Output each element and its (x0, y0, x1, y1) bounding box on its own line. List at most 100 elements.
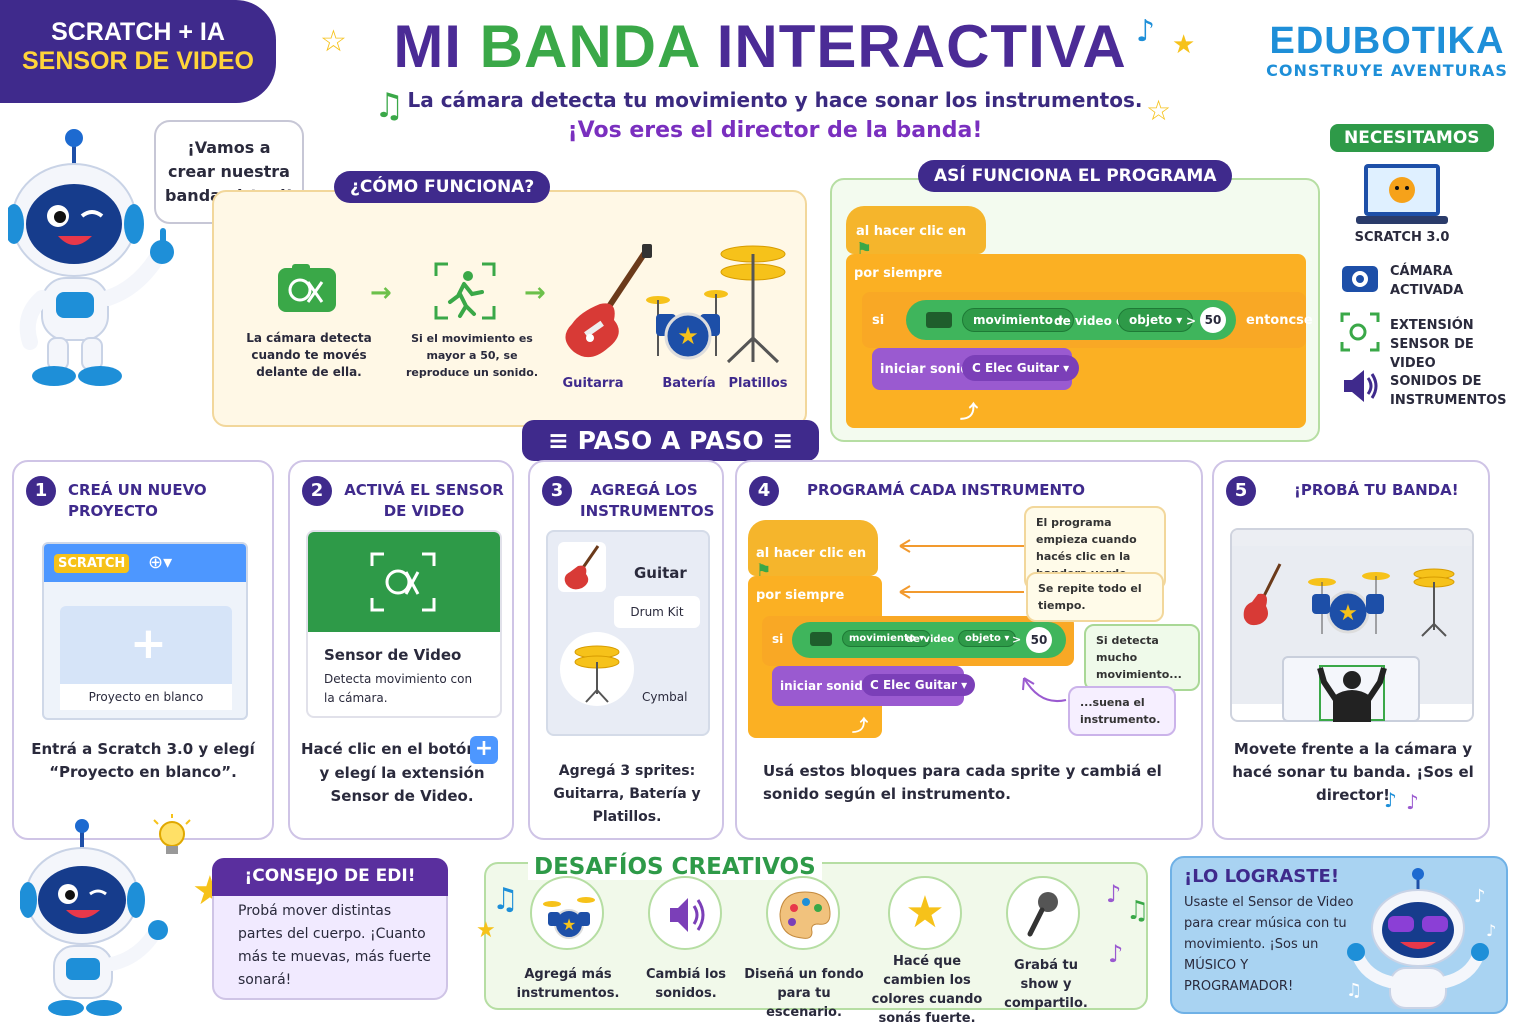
video-sensor-extension-card[interactable]: Sensor de Video Detecta movimiento con l… (306, 530, 502, 718)
threshold-input[interactable]: 50 (1200, 307, 1226, 333)
challenge-text: Grabá tu show y compartilo. (1004, 958, 1088, 1011)
robot-mascot (20, 819, 168, 1016)
music-note-icon: ♫ (492, 882, 519, 917)
video-extension-icon (1340, 312, 1380, 352)
scratch-hat-block: al hacer clic en ⚑ (846, 206, 986, 260)
sound-dropdown[interactable]: C Elec Guitar ▾ (862, 674, 976, 696)
how-it-works-label: ¿CÓMO FUNCIONA? (334, 171, 551, 203)
cymbal-sprite-thumb[interactable] (560, 632, 634, 706)
svg-text:♪: ♪ (1474, 886, 1486, 907)
need-camera: CÁMARA ACTIVADA (1390, 264, 1464, 298)
palette-icon (766, 876, 840, 950)
need-scratch: SCRATCH 3.0 (1354, 230, 1450, 245)
svg-text:★: ★ (677, 322, 699, 350)
cymbals-icon (720, 245, 786, 364)
callout-if: Si detecta mucho movimiento... (1084, 624, 1200, 691)
star-icon: ★ (888, 876, 962, 950)
motion-detect-icon (434, 262, 496, 320)
blank-project-label: Proyecto en blanco (60, 684, 232, 710)
camera-extension-icon (278, 264, 336, 312)
object-dropdown[interactable]: objeto ▾ (958, 630, 1017, 647)
guitar-sprite-thumb[interactable] (558, 542, 606, 592)
scratch-logo: SCRATCH (54, 554, 130, 573)
edubotika-logo: EDUBOTIKA CONSTRUYE AVENTURAS (1266, 20, 1508, 80)
star-icon: ☆ (1146, 94, 1172, 127)
drum-kit-icon: ★ (530, 876, 604, 950)
need-video-extension: EXTENSIÓN SENSOR DE VIDEO (1390, 318, 1474, 371)
step-text: Usá estos bloques para cada sprite y cam… (763, 762, 1162, 803)
forever-label: por siempre (854, 266, 943, 281)
star-icon: ☆ (320, 24, 347, 59)
tip-text: Probá mover distintas partes del cuerpo.… (238, 903, 431, 988)
instrument-label: Batería (662, 376, 716, 391)
drum-kit-icon: ★ (646, 290, 728, 360)
plus-icon: + (130, 618, 167, 669)
sprite-name[interactable]: Drum Kit (614, 596, 700, 628)
subtitle-highlight: ¡Vos eres el director de la banda! (567, 118, 983, 143)
sound-dropdown[interactable]: C Elec Guitar ▾ (962, 355, 1080, 381)
music-notes-icon: ♫ (374, 86, 405, 126)
video-sensor-icon (810, 632, 832, 646)
person-silhouette (1317, 665, 1387, 722)
sprite-list: Guitar Drum Kit Cymbal (546, 530, 710, 736)
video-sensor-icon (370, 552, 436, 612)
step-text: Entrá a Scratch 3.0 y elegí “Proyecto en… (31, 740, 255, 781)
step-text: Movete frente a la cámara y hacé sonar t… (1232, 740, 1474, 804)
music-note-icon: ♪ (1108, 940, 1124, 968)
scratch-window: SCRATCH ⊕▾ + Proyecto en blanco (42, 542, 248, 720)
object-dropdown[interactable]: objeto ▾ (1118, 308, 1194, 332)
svg-text:★: ★ (562, 915, 576, 934)
step-title: AGREGÁ LOS INSTRUMENTOS (580, 481, 715, 520)
badge-line1: SCRATCH + IA (51, 18, 225, 46)
star-icon: ★ (476, 918, 496, 943)
callout-sound: ...suena el instrumento. (1068, 686, 1176, 736)
needs-label: NECESITAMOS (1330, 124, 1494, 152)
robot-sunglasses: ♪♪♫ (1346, 868, 1496, 1009)
globe-icon[interactable]: ⊕▾ (148, 552, 173, 573)
camera-icon (1342, 266, 1378, 292)
sprite-name: Cymbal (642, 690, 688, 704)
svg-text:♪: ♪ (1486, 921, 1496, 940)
music-note-icon: ♪ (1406, 790, 1419, 814)
robot-mascot (8, 129, 174, 386)
add-extension-button[interactable]: + (470, 736, 498, 764)
svg-text:★: ★ (1338, 601, 1358, 626)
music-note-icon: ♪ (1136, 14, 1156, 49)
tip-title: ¡CONSEJO DE EDI! (212, 858, 448, 896)
arrow-right-icon: → (524, 278, 546, 308)
header-badge: SCRATCH + IA SENSOR DE VIDEO (0, 0, 276, 103)
video-sensor-icon (926, 312, 952, 328)
achievement-text: Usaste el Sensor de Video para crear mús… (1184, 895, 1354, 994)
program-label: ASÍ FUNCIONA EL PROGRAMA (918, 160, 1233, 192)
arrow-right-icon: → (370, 278, 392, 308)
step-title: ¡PROBÁ TU BANDA! (1294, 481, 1459, 499)
callout-arrows (899, 539, 1067, 702)
extension-title: Sensor de Video (324, 646, 462, 664)
step-title: CREÁ UN NUEVO PROYECTO (68, 481, 207, 520)
step-by-step-label: ≡ PASO A PASO ≡ (522, 420, 820, 461)
achievement-title: ¡LO LOGRASTE! (1184, 866, 1340, 887)
step-text: Agregá 3 sprites: Guitarra, Batería y Pl… (553, 763, 701, 825)
scratch-hat-block: al hacer clic en ⚑ (748, 520, 878, 581)
challenge-text: Cambiá los sonidos. (645, 967, 727, 1001)
motion-dropdown[interactable]: movimiento ▾ (962, 308, 1075, 332)
stage-instruments: ★ (1243, 563, 1455, 637)
step-text: y elegí la extensión Sensor de Video. (319, 764, 485, 805)
challenge-text: Agregá más instrumentos. (516, 967, 620, 1001)
threshold-input[interactable]: 50 (1026, 627, 1052, 653)
step-title: ACTIVÁ EL SENSOR DE VIDEO (344, 481, 504, 520)
speaker-icon (648, 876, 722, 950)
need-sounds: SONIDOS DE INSTRUMENTOS (1390, 374, 1507, 408)
loop-arrow-icon: ⤴ (960, 402, 978, 423)
guitar-icon (565, 244, 652, 358)
loop-arrow-icon: ⤴ (852, 716, 869, 735)
callout-forever: Se repite todo el tiempo. (1026, 572, 1164, 622)
laptop-scratch-icon (1356, 164, 1448, 224)
step-card-3: 3 AGREGÁ LOS INSTRUMENTOS Guitar Drum Ki… (528, 460, 724, 840)
step-text: Hacé clic en el botón (300, 740, 478, 758)
speaker-icon (1344, 370, 1378, 402)
step-title: PROGRAMÁ CADA INSTRUMENTO (807, 481, 1086, 499)
motion-dropdown[interactable]: movimiento ▾ (842, 630, 932, 647)
challenge-text: Diseñá un fondo para tu escenario. (744, 967, 864, 1020)
star-icon: ★ (1172, 30, 1196, 60)
